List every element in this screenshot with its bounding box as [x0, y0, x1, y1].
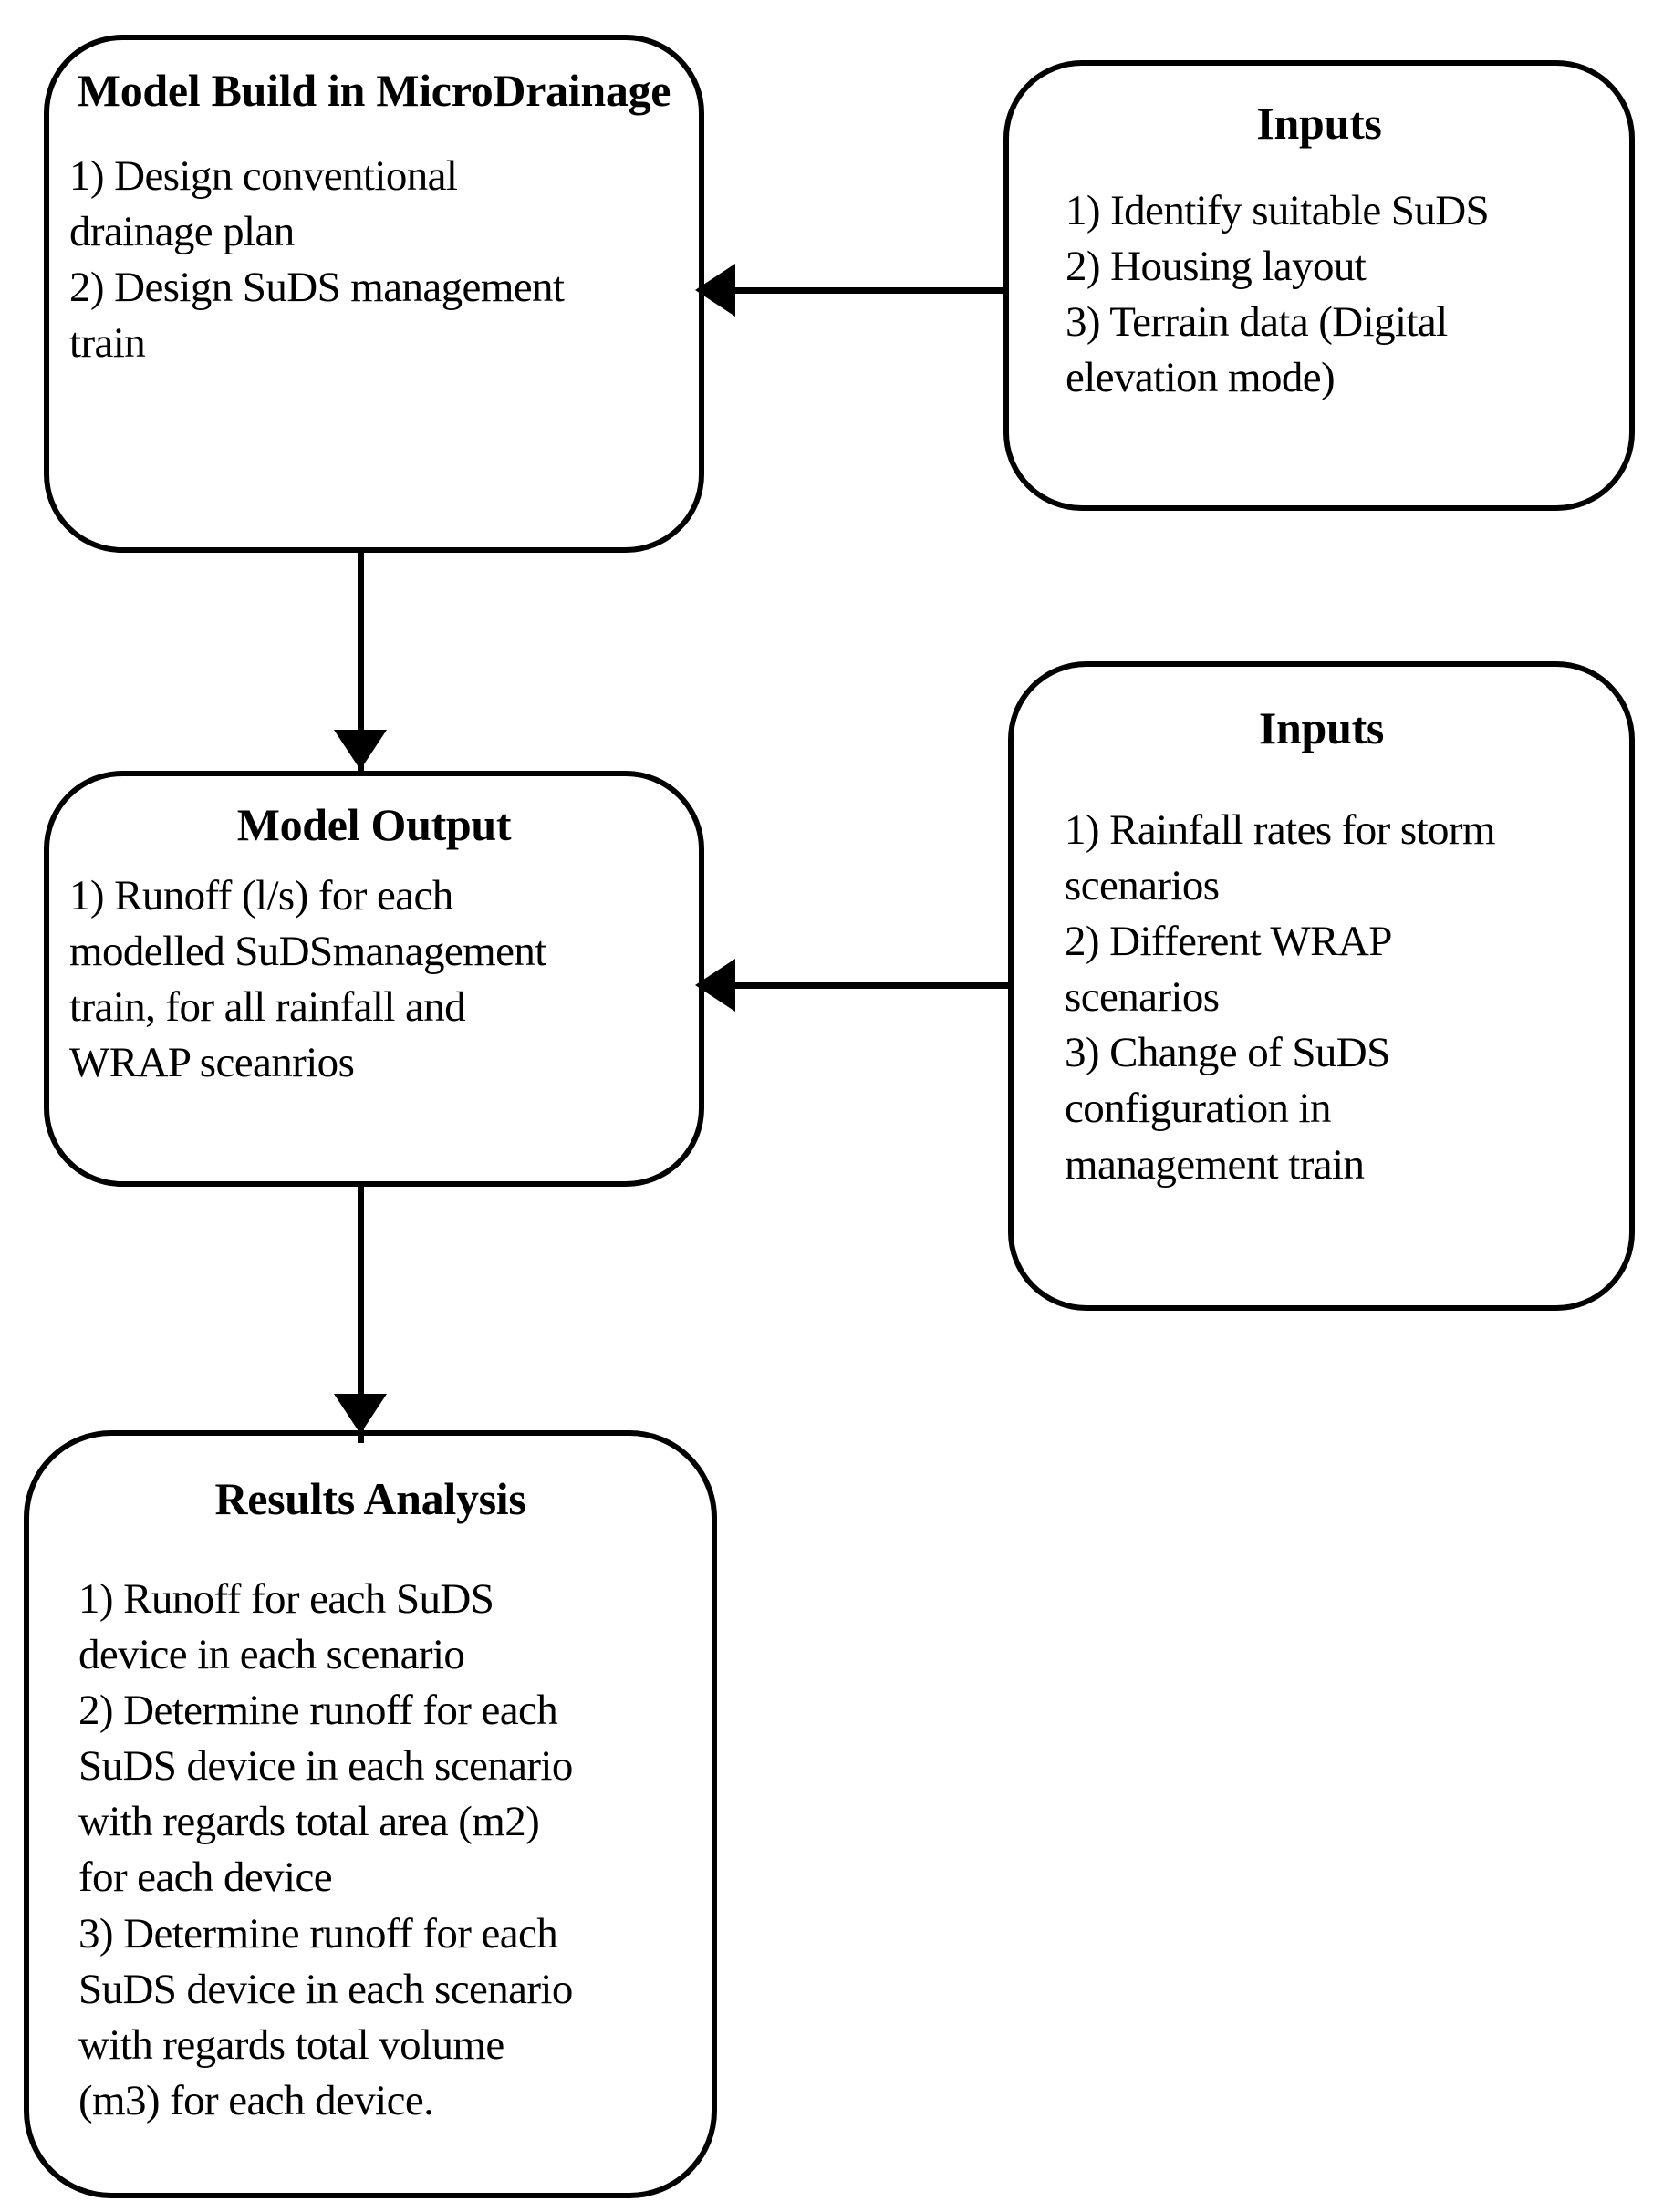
node-inputs-middle[interactable]: Inputs 1) Rainfall rates for storm scena…	[1008, 661, 1635, 1311]
node-model-output[interactable]: Model Output 1) Runoff (l/s) for each mo…	[44, 771, 704, 1187]
arrow-down-icon-build-to-output	[334, 730, 387, 770]
node-results-analysis-title: Results Analysis	[214, 1473, 526, 1524]
arrow-left-icon-inputs-top-to-build	[695, 264, 735, 317]
node-model-build[interactable]: Model Build in MicroDrainage 1) Design c…	[44, 35, 704, 553]
arrow-left-icon-inputs-middle-to-output	[695, 959, 735, 1012]
node-model-build-body: 1) Design conventional drainage plan 2) …	[69, 152, 565, 368]
connector-build-to-output-line	[358, 547, 364, 774]
node-results-analysis[interactable]: Results Analysis 1) Runoff for each SuDS…	[24, 1430, 717, 2198]
connector-output-to-results-line	[358, 1182, 364, 1443]
node-inputs-middle-body: 1) Rainfall rates for storm scenarios 2)…	[1065, 806, 1496, 1189]
node-inputs-middle-title: Inputs	[1258, 702, 1385, 753]
connector-inputs-top-to-build-line	[701, 287, 1005, 294]
node-inputs-top-body: 1) Identify suitable SuDS 2) Housing lay…	[1066, 187, 1490, 402]
node-inputs-top[interactable]: Inputs 1) Identify suitable SuDS 2) Hous…	[1003, 60, 1635, 511]
node-model-output-body: 1) Runoff (l/s) for each modelled SuDSma…	[69, 872, 546, 1087]
node-model-output-title: Model Output	[236, 799, 512, 850]
node-results-analysis-body: 1) Runoff for each SuDS device in each s…	[78, 1575, 573, 2124]
node-inputs-top-title: Inputs	[1256, 98, 1382, 149]
connector-inputs-middle-to-output-line	[701, 982, 1011, 989]
arrow-down-icon-output-to-results	[334, 1394, 387, 1434]
node-model-build-title: Model Build in MicroDrainage	[77, 65, 671, 116]
